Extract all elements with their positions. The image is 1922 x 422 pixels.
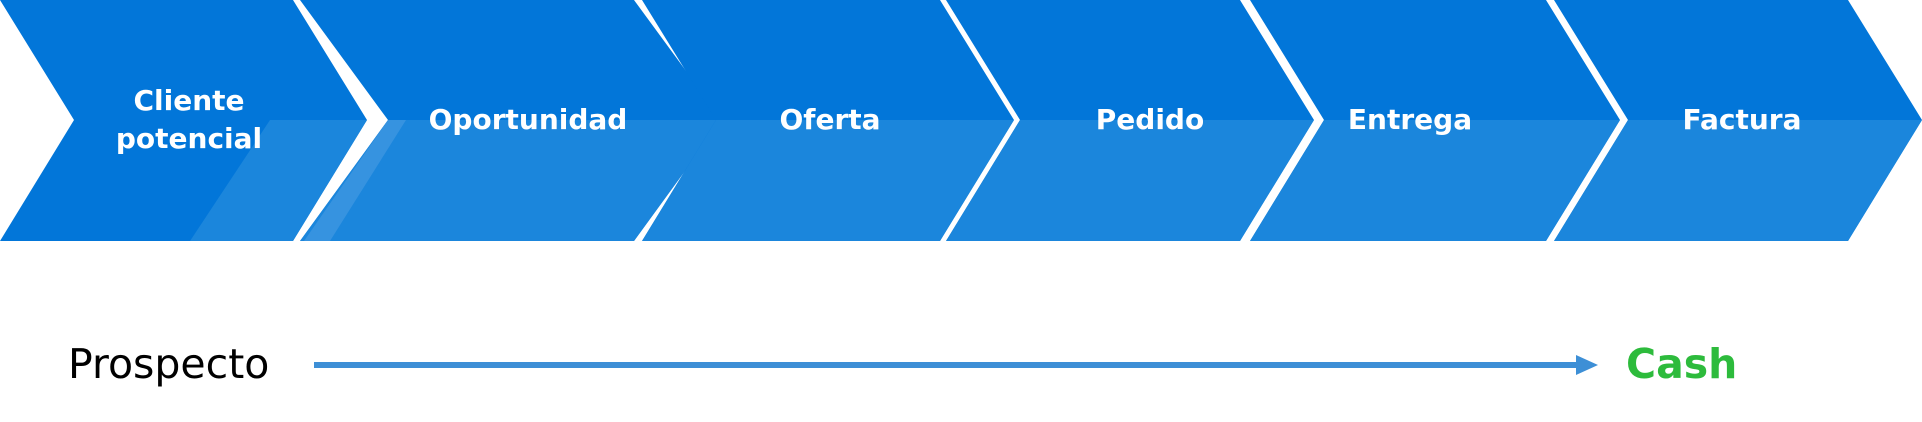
chevron-facet-oferta [642,120,1014,241]
stage-label-line1: Entrega [1347,103,1473,136]
chevron-highlight [304,120,406,241]
stage-label-line1: Factura [1682,103,1802,136]
chevron-facet-entrega [1250,120,1620,241]
stage-label-factura: Factura [1683,101,1802,139]
chevron-facet-oportunidad [300,120,722,241]
stage-label-pedido: Pedido [1096,101,1204,139]
flow-start-label: Prospecto [68,340,270,388]
stage-label-line1: Cliente [133,84,245,117]
stage-label-line1: Pedido [1095,103,1205,136]
stage-label-entrega: Entrega [1348,101,1472,139]
arrow-right-icon [1576,355,1598,375]
chevron-facet-pedido [946,120,1314,241]
stage-label-oferta: Oferta [779,101,880,139]
stage-label-line2: potencial [115,122,263,155]
stage-label-cliente-potencial: Cliente potencial [116,82,262,158]
stage-label-line1: Oferta [779,103,881,136]
stage-label-line1: Oportunidad [428,103,628,136]
chevron-facet-factura [1554,120,1922,241]
stage-label-oportunidad: Oportunidad [429,101,628,139]
chevron-facet-cliente-potencial [190,120,367,241]
flow-end-label: Cash [1626,340,1738,388]
